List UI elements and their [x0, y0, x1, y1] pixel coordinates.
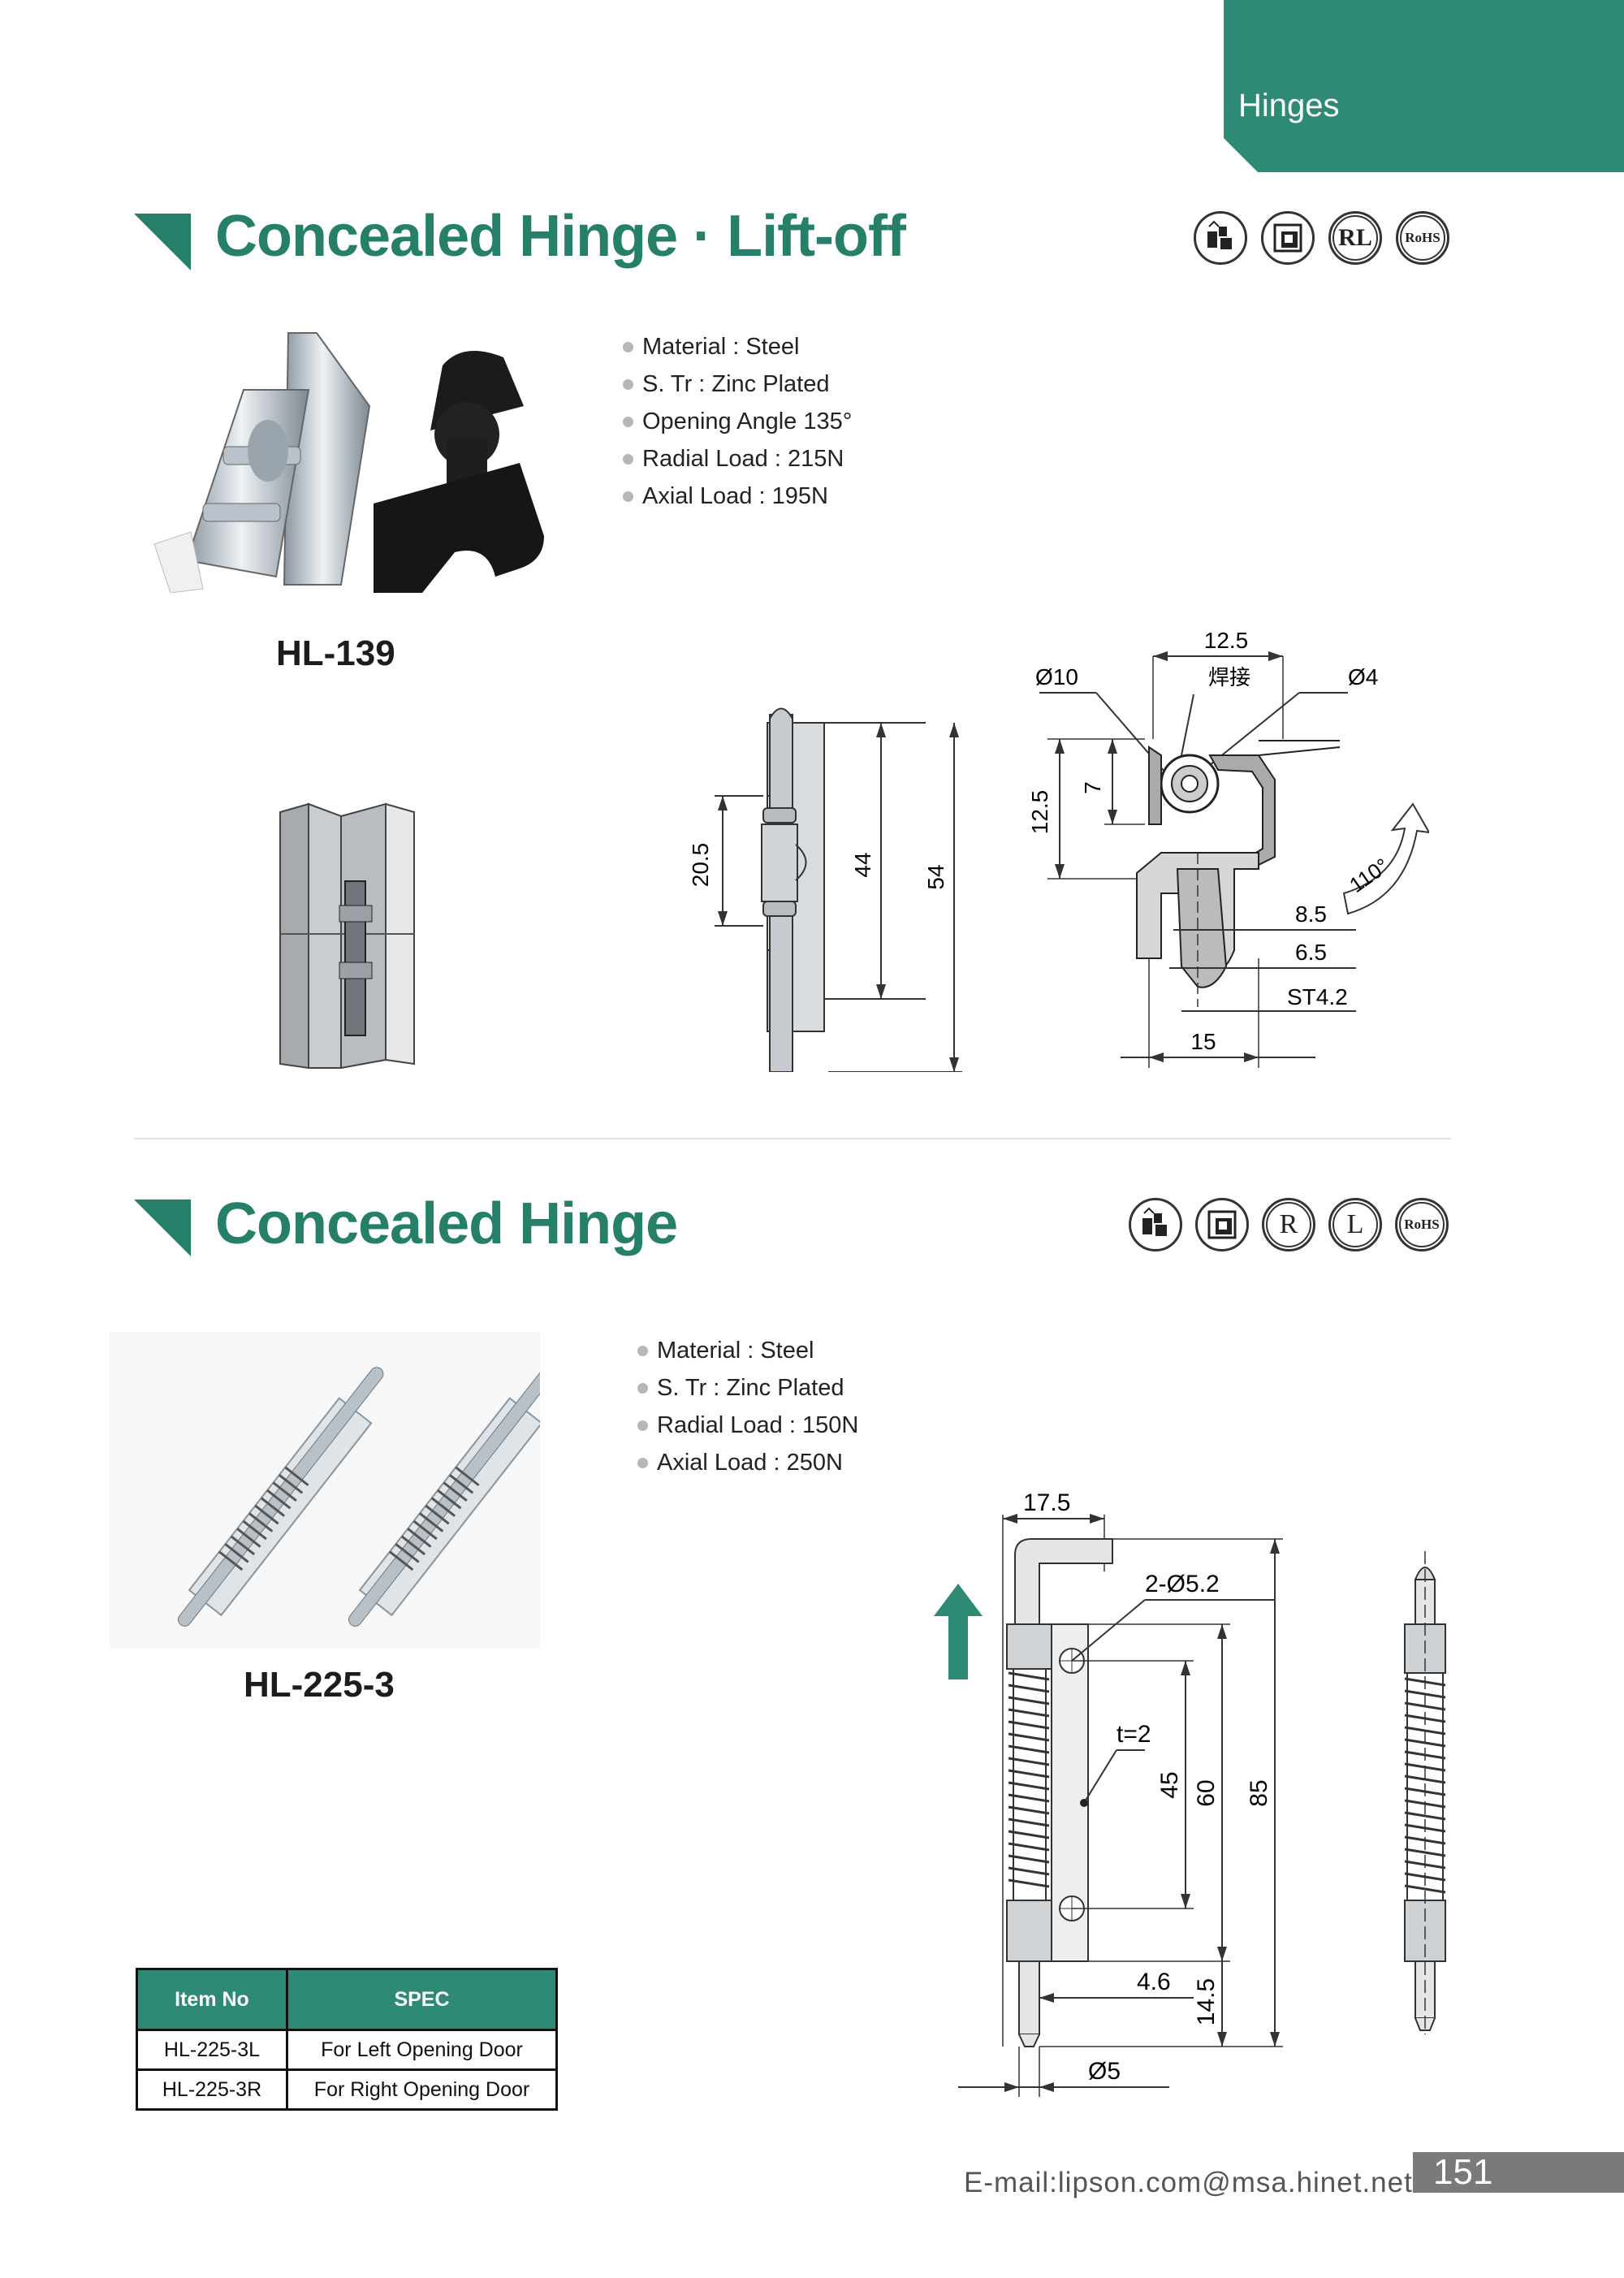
hl225-side-drawing: [1404, 1551, 1446, 2034]
title-marker-icon: [134, 214, 191, 270]
cert-r-icon: R: [1262, 1198, 1315, 1251]
dim-phi10: Ø10: [1035, 664, 1078, 689]
footer-email: E-mail:lipson.com@msa.hinet.net: [964, 2167, 1413, 2198]
hl225-model-label: HL-225-3: [244, 1665, 395, 1705]
table-header-spec: SPEC: [286, 1968, 558, 2031]
spec-table: Item No SPEC HL-225-3L For Left Opening …: [136, 1968, 558, 2111]
dim-15: 15: [1190, 1029, 1216, 1054]
cert-rl-icon: RL: [1328, 211, 1382, 265]
hl139-installed-view: [279, 802, 415, 1070]
cert-l-icon: L: [1328, 1198, 1382, 1251]
spec-item: Axial Load : 195N: [623, 478, 852, 515]
dim-12-5-left: 12.5: [1027, 790, 1052, 835]
cert-rohs-icon: RoHS: [1396, 211, 1449, 265]
dim-60: 60: [1193, 1779, 1220, 1806]
dim-45: 45: [1156, 1771, 1183, 1798]
spec-item: Radial Load : 215N: [623, 440, 852, 478]
dim-t2: t=2: [1116, 1721, 1151, 1748]
dim-14-5: 14.5: [1193, 1978, 1220, 2025]
page-number: 151: [1433, 2152, 1493, 2192]
cert-frame-icon: [1261, 211, 1315, 265]
dim-54: 54: [923, 864, 948, 889]
dim-12-5-top: 12.5: [1204, 628, 1249, 653]
section2-spec-list: Material : Steel S. Tr : Zinc Plated Rad…: [637, 1332, 858, 1481]
dim-holes: 2-Ø5.2: [1145, 1571, 1220, 1597]
cert-multi-icon: [1129, 1198, 1182, 1251]
cert-rohs-icon: RoHS: [1395, 1198, 1449, 1251]
hl225-product-image: [110, 1332, 540, 1649]
spec-item: S. Tr : Zinc Plated: [623, 365, 852, 403]
table-header-item-no: Item No: [136, 1968, 288, 2031]
dim-phi4: Ø4: [1348, 664, 1378, 689]
hl225-front-drawing: 17.5 2-Ø5.2 t=2 45 60 85 14.5 4.6: [958, 1489, 1283, 2097]
dim-phi5: Ø5: [1088, 2058, 1121, 2085]
dim-st4-2: ST4.2: [1287, 984, 1348, 1009]
section-divider: [134, 1138, 1451, 1139]
hl139-section-drawing: 12.5 Ø10 焊接 Ø4 12.5 7 8.5 6.5 ST4.2 15 1…: [1027, 628, 1429, 1068]
page-number-bar: [1413, 2152, 1624, 2193]
hl139-model-label: HL-139: [276, 633, 395, 673]
dim-8-5: 8.5: [1295, 901, 1327, 927]
dim-6-5: 6.5: [1295, 940, 1327, 965]
spec-item: Opening Angle 135°: [623, 403, 852, 440]
table-row: HL-225-3L For Left Opening Door: [136, 2029, 558, 2071]
hl139-product-image: [153, 332, 544, 593]
cert-multi-icon: [1194, 211, 1247, 265]
header-tab-label: Hinges: [1238, 88, 1340, 123]
spec-item: Radial Load : 150N: [637, 1407, 858, 1444]
cert-frame-icon: [1195, 1198, 1249, 1251]
dim-20-5: 20.5: [688, 843, 713, 888]
section1-spec-list: Material : Steel S. Tr : Zinc Plated Ope…: [623, 328, 852, 515]
weld-label: 焊接: [1208, 665, 1250, 689]
section1-title: Concealed Hinge · Lift-off: [215, 204, 906, 269]
title-marker-icon: [134, 1200, 191, 1256]
spec-item: Material : Steel: [637, 1332, 858, 1369]
dim-7: 7: [1080, 781, 1105, 794]
spec-item: Axial Load : 250N: [637, 1444, 858, 1481]
dim-85: 85: [1246, 1779, 1272, 1806]
header-tab: [1224, 0, 1624, 172]
spec-item: S. Tr : Zinc Plated: [637, 1369, 858, 1407]
dim-44: 44: [850, 852, 875, 877]
section2-title: Concealed Hinge: [215, 1191, 678, 1256]
table-row: HL-225-3R For Right Opening Door: [136, 2068, 558, 2111]
direction-arrow-icon: [934, 1584, 983, 1679]
dim-17-5: 17.5: [1023, 1489, 1070, 1516]
hl139-front-drawing: 20.5 44 54: [688, 707, 962, 1072]
dim-4-6: 4.6: [1137, 1969, 1171, 1995]
spec-item: Material : Steel: [623, 328, 852, 365]
